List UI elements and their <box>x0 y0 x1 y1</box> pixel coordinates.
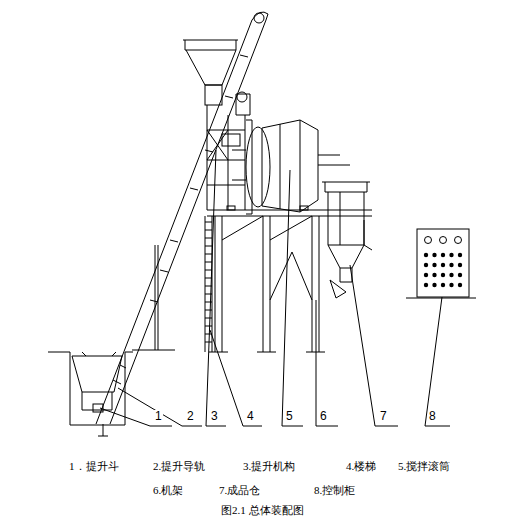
indicator-dot <box>449 283 453 287</box>
part-name: 6.机架 <box>152 485 184 496</box>
callout-number: 6 <box>319 410 328 422</box>
lift-guide-rail <box>96 12 268 436</box>
part-name: 5.搅拌滚筒 <box>397 461 451 472</box>
ladder-rung <box>205 318 212 319</box>
lift-mechanism <box>207 105 245 210</box>
part-name: 1．提升斗 <box>68 461 120 472</box>
ladder-rung <box>205 310 212 311</box>
ladder-rung <box>205 326 212 327</box>
indicator-dot <box>449 253 453 257</box>
indicator-dot <box>432 273 436 277</box>
ladder-rung <box>205 262 212 263</box>
indicator-dot <box>449 263 453 267</box>
ladder-rung <box>205 342 212 343</box>
ladder-rung <box>205 222 212 223</box>
figure-caption: 图2.1 总体装配图 <box>220 505 305 516</box>
indicator-dot <box>458 263 462 267</box>
indicator-dot <box>424 263 428 267</box>
indicator-dot <box>449 273 453 277</box>
indicator-dot <box>424 253 428 257</box>
callout-number: 7 <box>379 410 388 422</box>
indicator-dot <box>441 253 445 257</box>
callout-number: 1 <box>154 410 163 422</box>
product-bin <box>322 182 372 298</box>
part-name: 7.成品仓 <box>218 485 261 496</box>
indicator-dot <box>424 283 428 287</box>
part-name: 3.提升机构 <box>242 461 296 472</box>
callout-number: 4 <box>246 410 255 422</box>
ladder-rung <box>205 254 212 255</box>
part-name: 4.楼梯 <box>345 461 377 472</box>
ladder-rung <box>205 270 212 271</box>
part-name: 2.提升导轨 <box>152 461 206 472</box>
indicator-dot <box>432 253 436 257</box>
indicator-dot <box>441 273 445 277</box>
indicator-dot <box>424 273 428 277</box>
callout-number: 8 <box>428 410 437 422</box>
indicator-dot <box>441 283 445 287</box>
ladder-rung <box>205 238 212 239</box>
support-pole <box>132 245 175 350</box>
indicator-dot <box>432 263 436 267</box>
indicator-dot <box>441 263 445 267</box>
indicator-dot <box>458 253 462 257</box>
callout-number: 5 <box>285 410 294 422</box>
callout-number: 3 <box>210 410 219 422</box>
indicator-dot <box>458 273 462 277</box>
indicator-dot <box>458 283 462 287</box>
ladder-rung <box>205 230 212 231</box>
indicator-dot <box>432 283 436 287</box>
control-cabinet <box>406 229 476 298</box>
lift-bucket-pit <box>48 352 133 425</box>
frame <box>207 206 372 352</box>
part-name: 8.控制柜 <box>313 485 356 496</box>
top-hopper <box>183 40 250 115</box>
leader-lines <box>100 150 450 426</box>
ladder-rung <box>205 246 212 247</box>
mixing-drum <box>232 120 350 214</box>
callout-number: 2 <box>186 410 195 422</box>
